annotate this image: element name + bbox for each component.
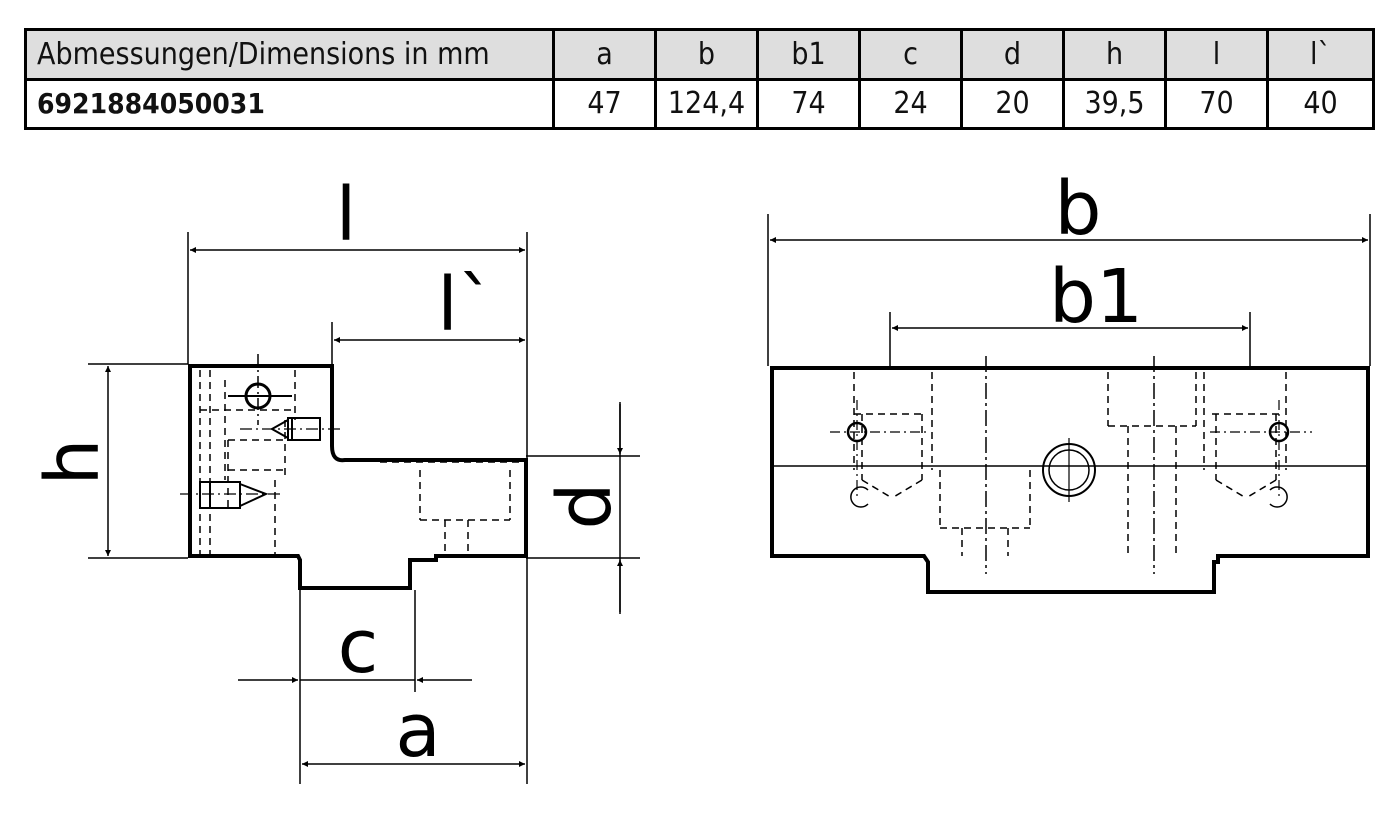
front-view-outline xyxy=(770,366,1370,594)
label-b1: b1 xyxy=(1049,254,1143,340)
dimensions-table-wrapper: Abmessungen/Dimensions in mm a b b1 c d … xyxy=(24,28,1375,130)
header-l: l xyxy=(1164,28,1269,81)
side-view-lower-screw xyxy=(180,481,280,509)
label-c: c xyxy=(338,604,379,690)
label-l-prime: l` xyxy=(437,262,495,348)
value-b: 124,4 xyxy=(654,77,759,130)
header-b1: b1 xyxy=(756,28,861,81)
label-b: b xyxy=(1055,166,1102,252)
header-l-prime: l` xyxy=(1266,28,1375,81)
header-b: b xyxy=(654,28,759,81)
dimensions-table: Abmessungen/Dimensions in mm a b b1 c d … xyxy=(24,28,1375,130)
side-view-dimensions xyxy=(88,232,640,784)
header-c: c xyxy=(858,28,963,81)
front-view-hidden-lines xyxy=(853,372,1287,556)
front-view xyxy=(770,356,1370,594)
label-l: l xyxy=(336,172,357,258)
side-view xyxy=(180,354,528,590)
header-a: a xyxy=(552,28,657,81)
front-view-dimensions xyxy=(767,214,1371,366)
value-b1: 74 xyxy=(756,77,861,130)
value-l-prime: 40 xyxy=(1266,77,1375,130)
value-c: 24 xyxy=(858,77,963,130)
header-label: Abmessungen/Dimensions in mm xyxy=(24,28,555,81)
label-h: h xyxy=(30,439,116,486)
table-header-row: Abmessungen/Dimensions in mm a b b1 c d … xyxy=(24,28,1375,81)
header-h: h xyxy=(1062,28,1167,81)
label-d: d xyxy=(542,483,628,530)
side-view-outline xyxy=(188,364,528,590)
value-a: 47 xyxy=(552,77,657,130)
value-h: 39,5 xyxy=(1062,77,1167,130)
side-view-upper-screw xyxy=(240,417,342,441)
label-a: a xyxy=(395,688,440,774)
value-d: 20 xyxy=(960,77,1065,130)
value-l: 70 xyxy=(1164,77,1269,130)
table-value-row: 6921884050031 47 124,4 74 24 20 39,5 70 … xyxy=(24,77,1375,130)
part-number: 6921884050031 xyxy=(24,77,555,130)
side-view-hidden-lines xyxy=(199,370,520,556)
header-d: d xyxy=(960,28,1065,81)
